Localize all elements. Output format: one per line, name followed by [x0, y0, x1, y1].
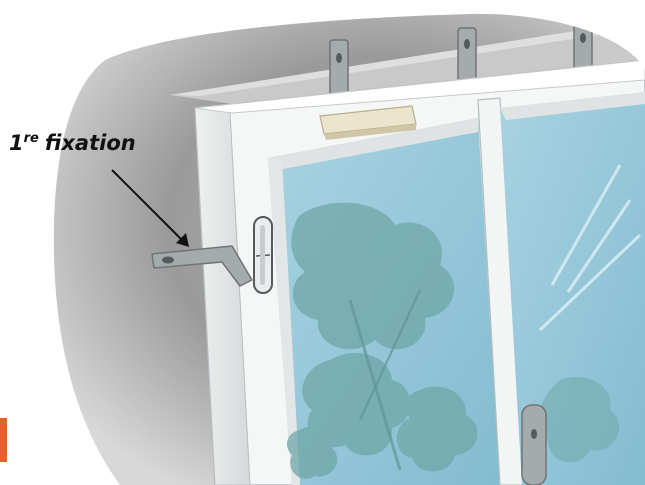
top-bracket-left — [330, 40, 348, 98]
bottom-bracket — [522, 405, 546, 485]
label-number: 1 — [9, 131, 24, 155]
label-superscript: re — [24, 131, 39, 146]
accent-bar — [0, 418, 7, 462]
fixation-label: 1re fixation — [9, 131, 136, 155]
window-handle-icon — [254, 217, 272, 293]
label-word: fixation — [45, 131, 136, 155]
